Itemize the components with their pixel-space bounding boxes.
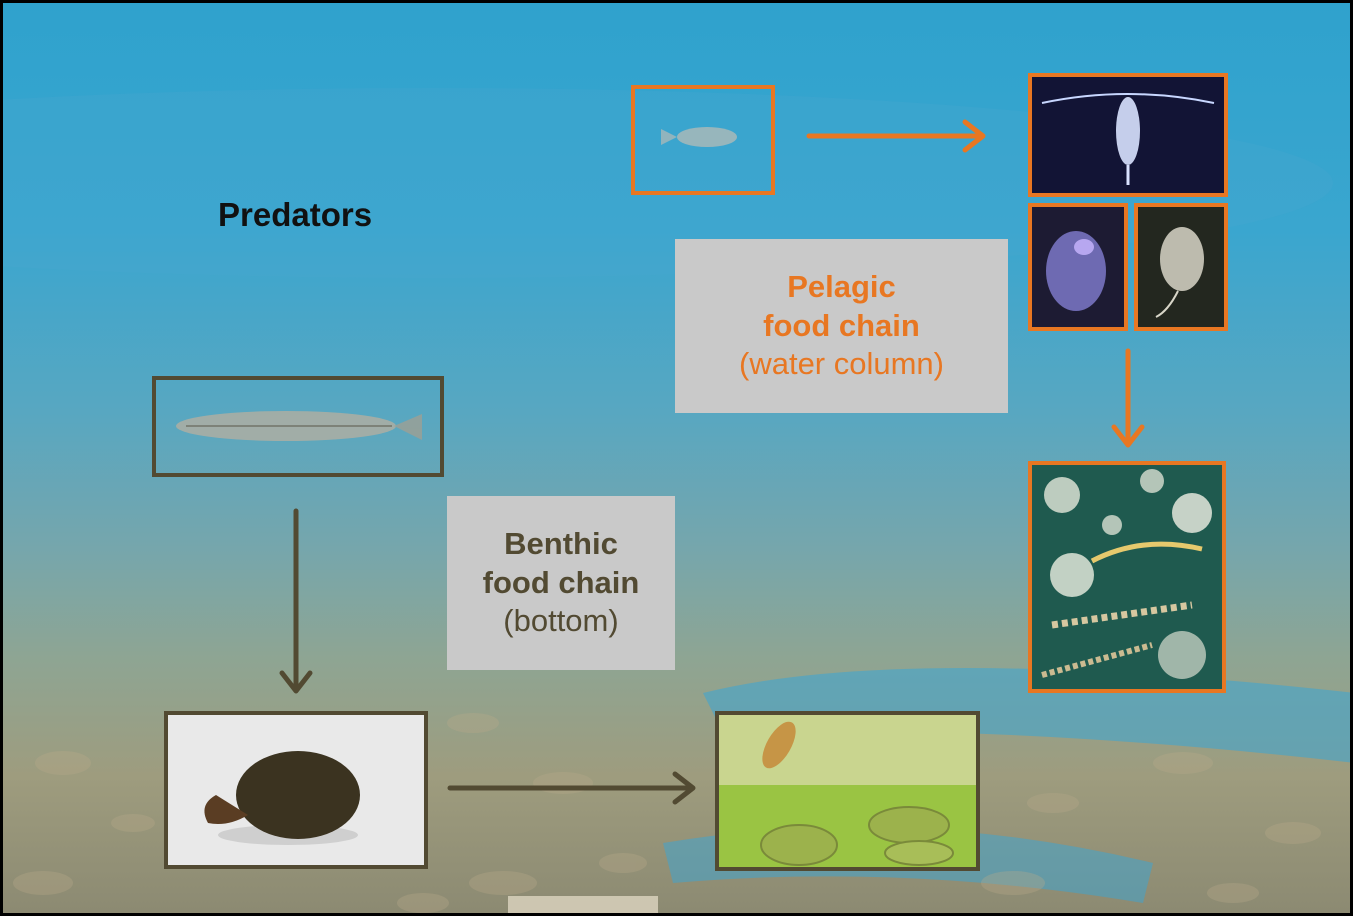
food-chain-arrows	[3, 3, 1353, 916]
benthic-title-line1: Benthic	[447, 525, 675, 563]
pelagic-title-line1: Pelagic	[675, 268, 1008, 306]
pelagic-subtitle: (water column)	[675, 345, 1008, 383]
benthic-subtitle: (bottom)	[447, 602, 675, 640]
pelagic-title-line2: food chain	[675, 307, 1008, 345]
benthic-title-line2: food chain	[447, 564, 675, 602]
predators-label: Predators	[218, 196, 372, 234]
pelagic-label-card: Pelagic food chain (water column)	[675, 239, 1008, 413]
benthic-label-card: Benthic food chain (bottom)	[447, 496, 675, 670]
